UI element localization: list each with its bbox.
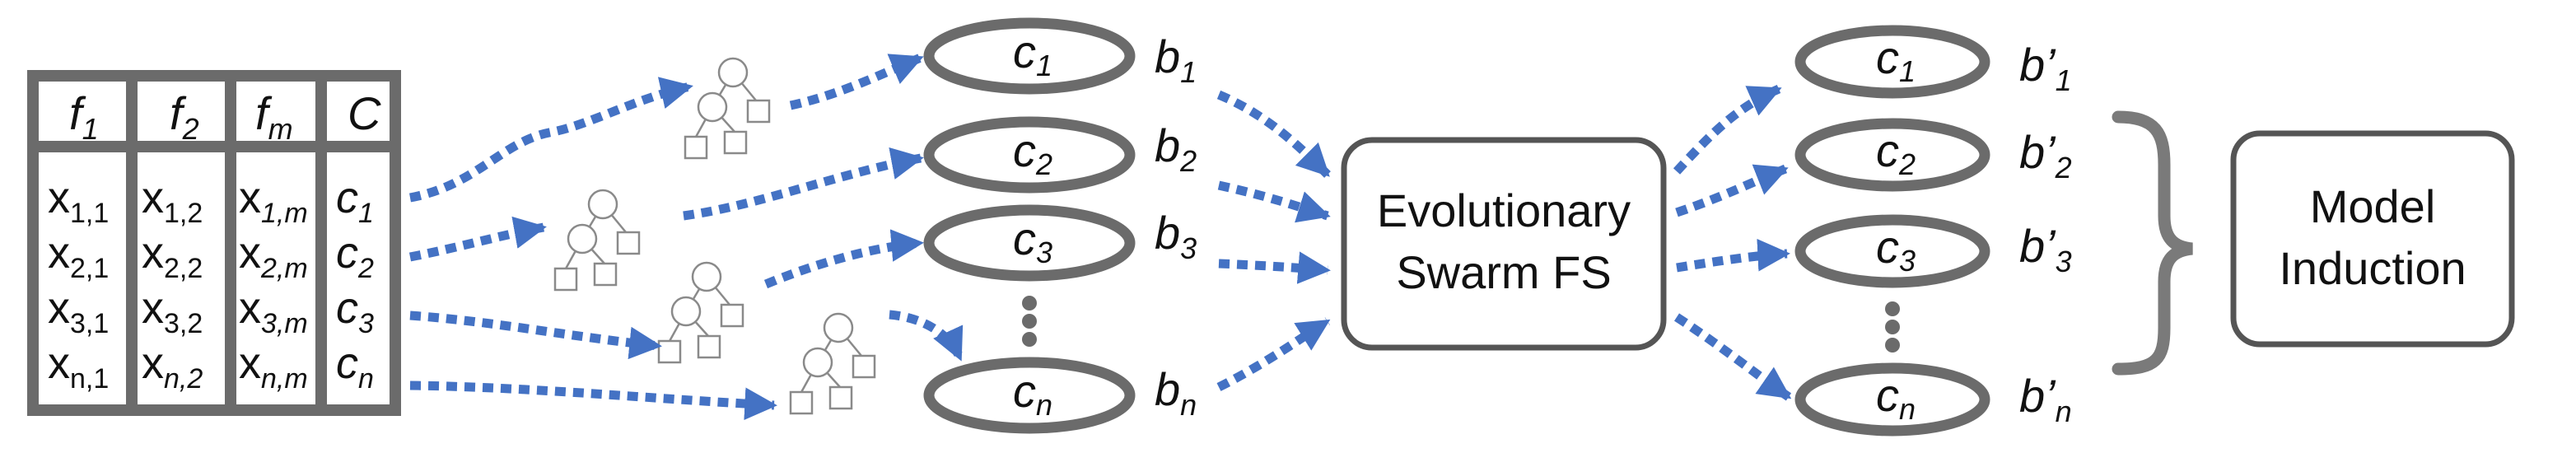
behaviour-label: b3: [1155, 207, 1197, 265]
flow-arrow: [1675, 164, 1789, 217]
selected-behaviour-label: b’3: [2019, 220, 2072, 278]
base-classifiers: c1 c2 c3 cn: [923, 17, 1136, 434]
behaviour-label: b2: [1155, 119, 1197, 178]
selected-classifier-label: c3: [1876, 221, 1916, 278]
selected-classifier-label: cn: [1876, 369, 1916, 426]
flow-arrow: [789, 53, 924, 110]
flow-arrow: [763, 229, 924, 289]
table-header-class: C: [348, 87, 381, 139]
flow-arrow: [409, 381, 777, 420]
classifier-ellipse: [923, 116, 1136, 194]
table-cell-class: c1: [336, 173, 374, 229]
table-cell-class: cn: [336, 339, 374, 395]
selected-classifiers: c1 c2 c3 cn: [1794, 25, 1990, 437]
table-cell-class: c3: [336, 283, 374, 339]
behaviour-label: bn: [1155, 363, 1197, 422]
table-cell: x2,m: [239, 228, 308, 284]
table-cell: x1,2: [142, 173, 203, 229]
table-cell: x1,m: [239, 173, 308, 229]
flow-arrow: [889, 310, 965, 362]
table-cell: x3,1: [48, 283, 109, 339]
table-cell: x3,m: [239, 283, 308, 339]
model-box-line2: Induction: [2279, 242, 2466, 294]
model-induction-box: Model Induction: [2230, 130, 2515, 348]
table-cell: xn,m: [239, 339, 308, 395]
flow-arrow: [408, 216, 547, 262]
table-cell-class: c2: [336, 228, 374, 284]
decision-tree-icon: [657, 261, 744, 364]
ellipsis-dots: [1885, 301, 1900, 353]
selected-classifier-ellipse: [1794, 214, 1990, 288]
curly-brace: [2112, 110, 2193, 376]
table-cell: xn,1: [48, 339, 109, 395]
table-cell: x1,1: [48, 173, 109, 229]
table-cell: x2,1: [48, 228, 109, 284]
table-cell: x3,2: [142, 283, 203, 339]
classifier-label: cn: [1013, 365, 1052, 422]
fs-box-line1: Evolutionary: [1377, 184, 1631, 236]
selected-behaviour-labels: b’1 b’2 b’3 b’n: [2019, 39, 2072, 428]
selected-classifier-ellipse: [1794, 25, 1990, 99]
selected-behaviour-label: b’1: [2019, 39, 2072, 97]
decision-tree-icon: [789, 312, 876, 415]
flow-arrow: [409, 77, 693, 203]
classifier-ellipse: [923, 357, 1136, 434]
fs-box-line2: Swarm FS: [1396, 246, 1611, 298]
flow-arrow: [1216, 317, 1331, 391]
selected-classifier-label: c2: [1876, 124, 1916, 181]
flow-arrow: [409, 311, 662, 360]
data-to-tree-arrows: [408, 53, 965, 420]
selected-classifier-ellipse: [1794, 362, 1990, 437]
selected-classifier-ellipse: [1794, 118, 1990, 192]
selected-behaviour-label: b’2: [2019, 126, 2072, 184]
classifier-label: c1: [1013, 26, 1052, 82]
model-box-line1: Model: [2310, 180, 2436, 232]
behaviour-to-fs-arrows: [1216, 90, 1331, 391]
dataset-table: f1 f2 fm C x1,1 x2,1 x3,1 xn,1 x1,2 x2,2…: [27, 70, 401, 416]
flow-arrow: [683, 147, 924, 221]
classifier-label: c2: [1013, 124, 1052, 181]
decision-tree-icon: [684, 57, 771, 160]
flow-arrow: [1674, 313, 1792, 401]
ellipsis-dots: [1022, 296, 1037, 347]
classifier-label: c3: [1013, 212, 1052, 269]
selected-classifier-label: c1: [1876, 31, 1916, 88]
table-cell: x2,2: [142, 228, 203, 284]
fs-to-selected-arrows: [1673, 84, 1792, 401]
behaviour-label: b1: [1155, 30, 1197, 89]
flow-arrow: [1218, 251, 1331, 284]
flow-arrow: [1676, 239, 1790, 273]
selected-behaviour-label: b’n: [2019, 370, 2072, 428]
classifier-ellipse: [923, 204, 1136, 282]
table-cell: xn,2: [142, 339, 203, 395]
flow-arrow: [1673, 84, 1782, 175]
behaviour-labels: b1 b2 b3 bn: [1155, 30, 1197, 422]
evolutionary-swarm-fs-box: Evolutionary Swarm FS: [1341, 137, 1667, 351]
decision-tree-icon: [553, 189, 641, 292]
flow-arrow: [1216, 90, 1331, 178]
classifier-ellipse: [923, 17, 1136, 95]
flow-arrow: [1217, 180, 1331, 223]
